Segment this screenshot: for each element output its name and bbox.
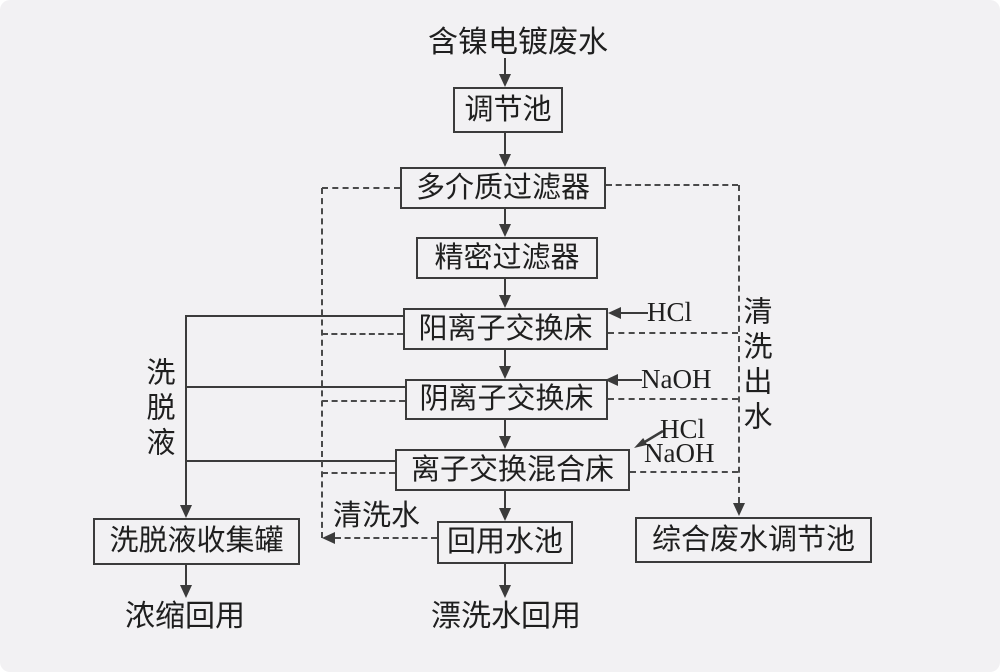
arrowhead-cleaning-water	[322, 532, 335, 544]
cleaning-effluent-branch-multimedia	[606, 184, 738, 186]
flow-line-source-to-regulating	[504, 58, 506, 75]
cleaning-effluent-branch-anion	[608, 398, 738, 400]
node-comprehensive-wastewater-pool: 综合废水调节池	[635, 517, 872, 563]
cleaning-effluent-branch-mixed	[630, 471, 738, 473]
arrowhead-into-multimedia-filter	[499, 154, 511, 167]
flow-line-cation-to-anion	[504, 350, 506, 367]
arrowhead-hcl-into-cation-bed	[608, 307, 621, 319]
flow-line-anion-to-mixed	[504, 420, 506, 437]
stream-label-eluent: 洗脱液	[142, 357, 174, 462]
cleaning-water-branch-anion	[322, 400, 405, 402]
node-regulating-pool: 调节池	[453, 87, 563, 133]
hcl-feed-line-cation	[618, 312, 648, 314]
arrowhead-into-anion-bed	[499, 366, 511, 379]
arrowhead-into-mixed-bed	[499, 436, 511, 449]
arrowhead-into-cation-bed	[499, 295, 511, 308]
cleaning-water-branch-cation	[322, 333, 403, 335]
node-eluent-collection-tank: 洗脱液收集罐	[93, 518, 300, 565]
flow-line-reuse-pool-to-rinse-reuse	[504, 564, 506, 586]
naoh-feed-line-anion	[615, 379, 642, 381]
cleaning-water-line-from-reuse-pool	[335, 537, 437, 539]
terminal-rinse-water-reuse: 漂洗水回用	[431, 600, 581, 633]
flow-line-regulating-to-multimedia	[504, 133, 506, 155]
cleaning-water-branch-mixed	[322, 472, 395, 474]
arrowhead-into-precision-filter	[499, 224, 511, 237]
flow-line-precision-to-cation	[504, 279, 506, 296]
stream-label-cleaning-water: 清洗水	[333, 500, 421, 532]
arrowhead-into-reuse-pool	[499, 508, 511, 521]
cleaning-effluent-collector-line	[738, 185, 740, 503]
eluent-line-from-anion-bed	[185, 386, 405, 388]
node-cation-exchange-bed: 阳离子交换床	[403, 308, 608, 350]
reagent-hcl-mixed: HCl	[660, 414, 706, 444]
reagent-naoh-anion: NaOH	[641, 364, 712, 394]
reagent-naoh-mixed: NaOH	[644, 438, 715, 468]
node-precision-filter: 精密过滤器	[416, 237, 598, 279]
eluent-collector-line	[185, 315, 187, 506]
cleaning-water-branch-multimedia	[322, 187, 400, 189]
arrowhead-into-regulating-pool	[499, 74, 511, 87]
flow-line-eluent-tank-to-concentrate	[185, 565, 187, 586]
terminal-concentrate-reuse: 浓缩回用	[125, 600, 245, 633]
node-mixed-exchange-bed: 离子交换混合床	[395, 449, 630, 491]
node-reuse-pool: 回用水池	[437, 521, 573, 564]
reagent-hcl-cation: HCl	[647, 297, 693, 327]
cleaning-effluent-branch-cation	[608, 332, 738, 334]
eluent-line-from-cation-bed	[185, 315, 403, 317]
flow-line-multimedia-to-precision	[504, 209, 506, 226]
node-anion-exchange-bed: 阴离子交换床	[405, 379, 608, 420]
reagent-feed-arrow-mixed-bed	[634, 429, 664, 448]
arrowhead-into-rinse-water-reuse	[499, 585, 511, 598]
stream-label-cleaning-effluent: 清洗出水	[739, 296, 771, 436]
eluent-line-from-mixed-bed	[185, 460, 395, 462]
source-label: 含镍电镀废水	[428, 26, 608, 59]
arrowhead-naoh-into-anion-bed	[605, 374, 618, 386]
node-multimedia-filter: 多介质过滤器	[400, 167, 606, 209]
flow-line-mixed-to-reuse-pool	[504, 491, 506, 509]
arrowhead-into-concentrate-reuse	[180, 585, 192, 598]
arrowhead-into-comprehensive-pool	[733, 503, 745, 516]
cleaning-water-riser-line	[321, 188, 323, 538]
arrowhead-into-eluent-tank	[180, 505, 192, 518]
